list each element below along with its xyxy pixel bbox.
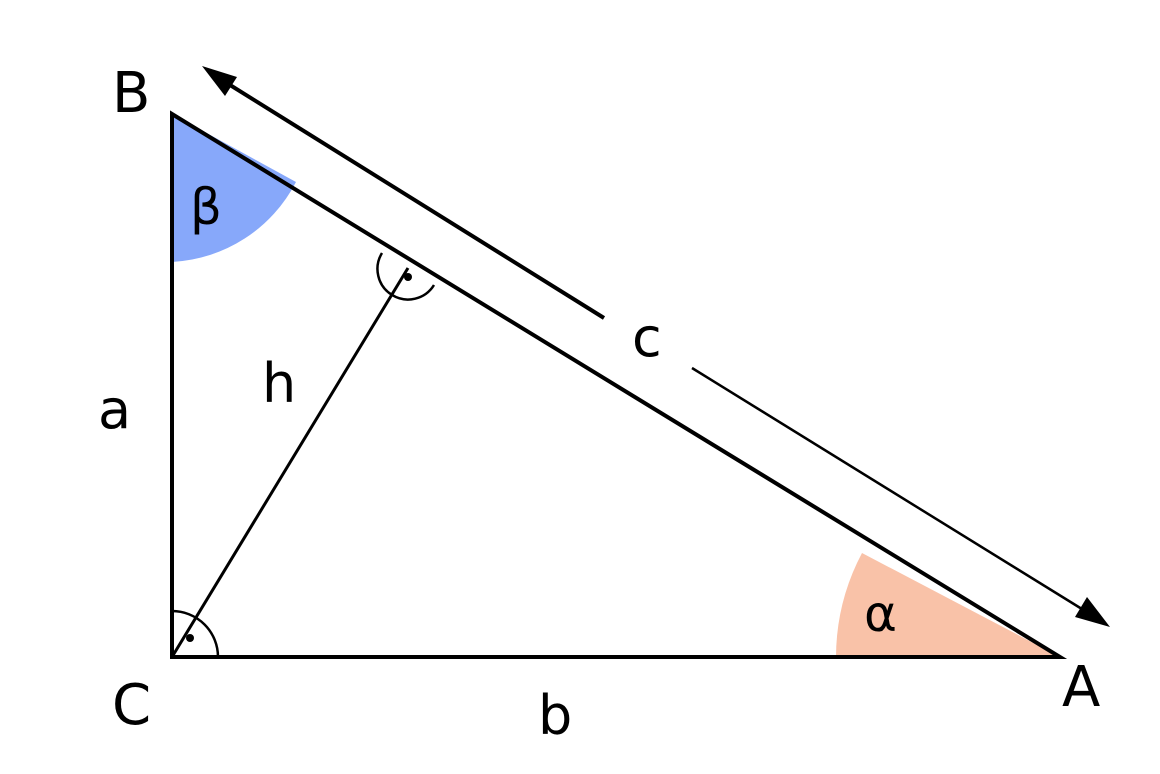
- angle-alpha-sector: [836, 553, 1060, 657]
- vertex-label-c: C: [112, 673, 151, 738]
- angle-label-beta: β: [190, 178, 222, 236]
- right-angle-marker-c: [171, 609, 220, 658]
- angle-label-alpha: α: [864, 585, 897, 643]
- side-label-c: c: [632, 306, 662, 369]
- side-label-h: h: [262, 352, 296, 415]
- arrow-c-head-top: [202, 66, 237, 96]
- arrow-c-lower: [691, 366, 1091, 616]
- side-label-b: b: [538, 684, 572, 747]
- triangle: [170, 110, 1068, 659]
- vertex-label-b: B: [112, 61, 150, 126]
- altitude-h: [170, 267, 410, 658]
- right-angle-dot-foot: [404, 273, 412, 281]
- right-angle-marker-foot: [376, 252, 436, 301]
- right-angle-dot-c: [186, 634, 194, 642]
- angle-beta-sector: [172, 114, 296, 262]
- arrow-c-upper: [220, 78, 606, 320]
- side-label-a: a: [98, 378, 131, 441]
- vertex-label-a: A: [1062, 655, 1100, 720]
- arrow-c-head-bottom: [1075, 597, 1110, 627]
